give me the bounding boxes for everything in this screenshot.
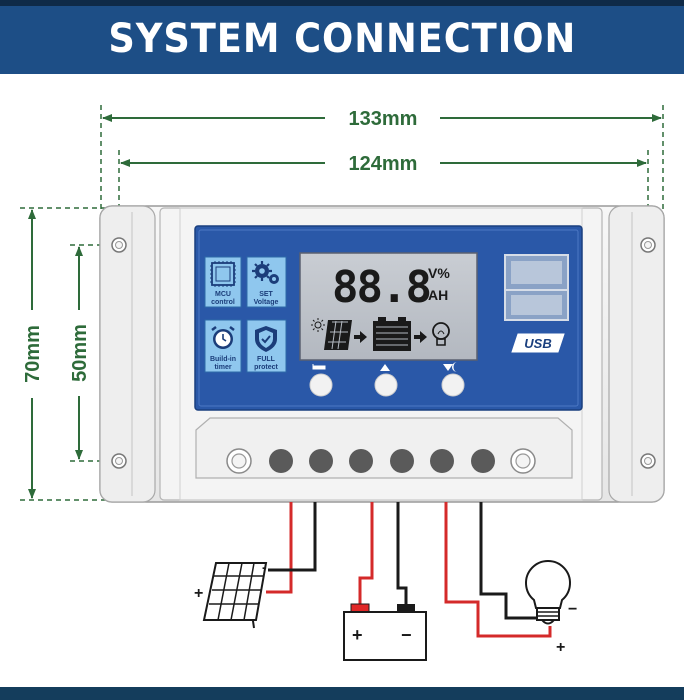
dimension-label-133mm: 133mm (349, 108, 418, 130)
feature-label: Build-in (210, 356, 236, 363)
lcd-reading: 88.8 (332, 262, 430, 313)
mounting-hole (640, 453, 656, 469)
lcd-unit-top: V% (428, 265, 450, 281)
feature-mcu-control: MCU control (204, 256, 242, 308)
mounting-hole (111, 237, 127, 253)
terminal-screw-battery-plus (349, 449, 373, 473)
page-title: SYSTEM CONNECTION (108, 16, 576, 62)
shield-icon (255, 326, 277, 352)
feature-label: SET (259, 291, 273, 298)
footer-bar (0, 687, 684, 700)
lcd-solar-panel-icon (324, 320, 352, 350)
lcd-bulb-icon (432, 322, 450, 346)
lcd-unit-bottom: AH (428, 287, 448, 303)
usb-port-upper (504, 254, 569, 291)
terminal-screw-battery-minus (390, 449, 414, 473)
dimension-label-50mm: 50mm (69, 324, 91, 382)
feature-label: timer (214, 364, 231, 371)
dimension-133mm: 133mm (100, 105, 664, 240)
feature-label: protect (254, 364, 278, 371)
header-banner: SYSTEM CONNECTION (0, 0, 684, 74)
battery-wires (358, 502, 408, 605)
arrow-right-icon (354, 331, 367, 343)
load-wires (444, 502, 552, 638)
solar-plus-label: + (194, 585, 203, 602)
down-button[interactable] (441, 362, 465, 397)
solar-wires (266, 502, 317, 594)
mounting-hole (640, 237, 656, 253)
arrow-right-icon (414, 331, 427, 343)
sun-icon (311, 318, 325, 332)
battery-minus-label: − (401, 625, 412, 645)
chip-icon (210, 261, 236, 287)
lcd-battery-icon (373, 317, 411, 351)
feature-label: Voltage (254, 299, 279, 306)
dimension-label-124mm: 124mm (349, 153, 418, 175)
gear-icon (252, 261, 279, 284)
battery-plus-label: + (352, 625, 363, 645)
dimension-70mm: 70mm (20, 207, 106, 501)
terminal-strip (195, 417, 573, 479)
menu-button[interactable] (309, 364, 333, 397)
feature-label: FULL (257, 356, 276, 363)
terminal-screw-load-plus (430, 449, 454, 473)
terminal-screw-cover (226, 448, 252, 474)
solar-panel-icon: + - (194, 559, 268, 629)
feature-label: MCU (215, 291, 231, 298)
terminal-screw-solar-plus (269, 449, 293, 473)
feature-set-voltage: SET Voltage (246, 256, 287, 308)
light-bulb-icon: − + (525, 560, 577, 656)
battery-icon: + − (343, 603, 427, 661)
up-button[interactable] (374, 364, 398, 397)
usb-logo: USB (511, 333, 565, 353)
load-minus-label: − (568, 601, 577, 618)
lcd-screen: 88.8 V% AH (299, 252, 478, 361)
dimension-label-70mm: 70mm (22, 325, 44, 383)
load-plus-label: + (556, 639, 565, 656)
mounting-hole (111, 453, 127, 469)
usb-label: USB (524, 336, 551, 351)
alarm-clock-icon (211, 326, 235, 349)
terminal-screw-solar-minus (309, 449, 333, 473)
solar-minus-label: - (262, 559, 267, 575)
terminal-screw-cover (510, 448, 536, 474)
feature-build-in-timer: Build-in timer (204, 319, 242, 373)
terminal-screw-load-minus (471, 449, 495, 473)
feature-full-protect: FULL protect (246, 319, 287, 373)
feature-label: control (211, 299, 235, 306)
usb-port-lower (504, 289, 569, 321)
